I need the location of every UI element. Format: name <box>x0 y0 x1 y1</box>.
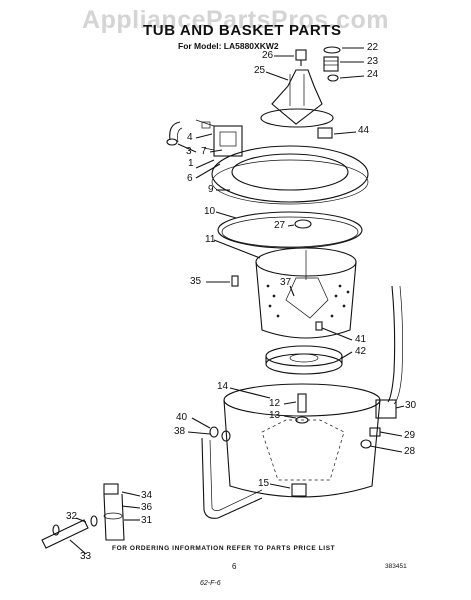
handwritten-note: 62-F-6 <box>200 580 221 587</box>
page-title: TUB AND BASKET PARTS <box>143 22 342 39</box>
ordering-note: FOR ORDERING INFORMATION REFER TO PARTS … <box>112 545 336 552</box>
hose-parts <box>41 483 125 549</box>
callout-4: 4 <box>187 132 193 143</box>
part-12 <box>297 393 307 413</box>
callout-13: 13 <box>269 410 281 421</box>
part-28 <box>360 439 372 449</box>
callout-42: 42 <box>355 346 367 357</box>
part-27 <box>294 219 312 229</box>
spin-basket <box>255 247 357 339</box>
part-35 <box>231 275 239 287</box>
callout-26: 26 <box>262 50 274 61</box>
pump-assembly <box>166 119 243 157</box>
callout-1: 1 <box>188 158 194 169</box>
callout-41: 41 <box>355 334 367 345</box>
callout-28: 28 <box>404 446 416 457</box>
callout-15: 15 <box>258 478 270 489</box>
watermark: AppliancePartsPros.com <box>82 6 389 34</box>
part-13 <box>295 416 309 424</box>
agitator <box>260 69 334 128</box>
callout-36: 36 <box>141 502 153 513</box>
part-41 <box>315 321 323 331</box>
outer-tub <box>223 383 381 498</box>
model-line: For Model: LA5880XKW2 <box>178 41 279 51</box>
callout-3: 3 <box>186 146 192 157</box>
basket-perforations <box>266 284 350 318</box>
catalog-number: 383451 <box>385 563 407 570</box>
callout-30: 30 <box>405 400 417 411</box>
callout-29: 29 <box>404 430 416 441</box>
inlet-hose <box>201 426 263 519</box>
callout-40: 40 <box>176 412 188 423</box>
callout-12: 12 <box>269 398 281 409</box>
callout-14: 14 <box>217 381 229 392</box>
callout-22: 22 <box>367 42 379 53</box>
tub-ring <box>211 145 369 205</box>
callout-10: 10 <box>204 206 216 217</box>
callout-7: 7 <box>201 146 207 157</box>
callout-38: 38 <box>174 426 186 437</box>
callout-6: 6 <box>187 173 193 184</box>
page-number: 6 <box>232 562 237 571</box>
callout-31: 31 <box>141 515 153 526</box>
part-44 <box>317 127 333 139</box>
callout-44: 44 <box>358 125 370 136</box>
callout-27: 27 <box>274 220 286 231</box>
callout-33: 33 <box>80 551 92 562</box>
pulley <box>265 345 343 375</box>
part-29 <box>369 427 381 437</box>
callout-34: 34 <box>141 490 153 501</box>
callout-23: 23 <box>367 56 379 67</box>
callout-25: 25 <box>254 65 266 76</box>
callout-37: 37 <box>280 277 292 288</box>
callout-32: 32 <box>66 511 78 522</box>
leader-lines <box>69 47 405 555</box>
callout-24: 24 <box>367 69 379 80</box>
callout-35: 35 <box>190 276 202 287</box>
part-15 <box>291 483 307 497</box>
callout-9: 9 <box>208 184 214 195</box>
drain-hose <box>375 285 404 419</box>
callout-11: 11 <box>205 234 216 245</box>
agitator-top-parts <box>295 46 341 82</box>
tub-gasket <box>217 211 363 249</box>
